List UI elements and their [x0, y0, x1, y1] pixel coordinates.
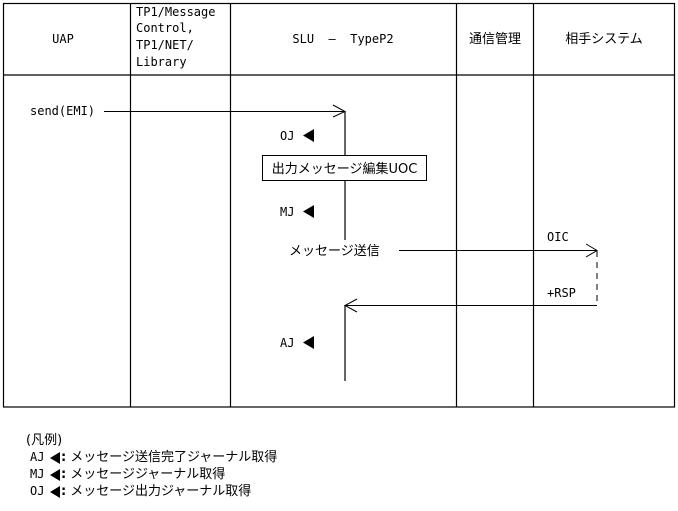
legend-colon: :: [61, 450, 67, 465]
table-grid: [2, 2, 676, 408]
journal-code-aj: AJ: [280, 336, 294, 350]
triangle-left-icon: [50, 468, 60, 481]
legend-item-aj: AJ : メッセージ送信完了ジャーナル取得: [30, 449, 277, 466]
triangle-left-icon: [50, 451, 60, 464]
journal-marker-mj: MJ: [280, 205, 314, 219]
legend-description: メッセージ出力ジャーナル取得: [70, 484, 252, 499]
legend-item-mj: MJ : メッセージジャーナル取得: [30, 466, 277, 483]
message-send-label: メッセージ送信: [289, 244, 380, 259]
oic-label: OIC: [547, 230, 569, 244]
legend-code: OJ: [30, 484, 45, 498]
triangle-left-icon: [50, 485, 60, 498]
message-send: メッセージ送信 OIC: [289, 230, 598, 259]
send-emi-label: send(EMI): [30, 104, 95, 118]
uoc-box: 出力メッセージ編集UOC: [262, 155, 427, 181]
outer-frame: [2, 2, 676, 408]
triangle-left-icon: [303, 129, 314, 142]
legend-description: メッセージ送信完了ジャーナル取得: [70, 450, 278, 465]
column-header-tp1-line1: TP1/Message: [136, 5, 215, 19]
column-header-slu: SLU ― TypeP2: [292, 32, 393, 46]
legend-code: MJ: [30, 467, 45, 481]
legend-colon: :: [61, 467, 67, 482]
column-header-partner: 相手システム: [565, 32, 643, 47]
legend-title: (凡例): [26, 432, 277, 449]
legend-item-oj: OJ : メッセージ出力ジャーナル取得: [30, 483, 277, 500]
uoc-box-label: 出力メッセージ編集UOC: [272, 161, 418, 177]
arrow-head-left-icon: [343, 298, 358, 313]
header-row: UAP TP1/Message Control, TP1/NET/ Librar…: [52, 5, 643, 69]
legend-code: AJ: [30, 450, 45, 464]
triangle-left-icon: [303, 336, 314, 349]
send-emi-message: send(EMI): [30, 104, 347, 118]
legend-title-text: (凡例): [26, 433, 63, 448]
column-header-comm: 通信管理: [469, 32, 521, 47]
legend-colon: :: [61, 484, 67, 499]
column-header-tp1-line3: TP1/NET/: [136, 38, 194, 52]
triangle-left-icon: [303, 205, 314, 218]
column-header-uap: UAP: [52, 32, 74, 46]
legend: (凡例) AJ : メッセージ送信完了ジャーナル取得 MJ : メッセージジャー…: [26, 432, 277, 500]
legend-description: メッセージジャーナル取得: [70, 467, 226, 482]
column-header-tp1-line4: Library: [136, 55, 187, 69]
journal-code-mj: MJ: [280, 205, 294, 219]
arrow-head-right-icon: [585, 243, 598, 258]
response-message: +RSP: [343, 286, 597, 313]
column-header-tp1-line2: Control,: [136, 21, 194, 35]
journal-marker-aj: AJ: [280, 336, 314, 350]
journal-marker-oj: OJ: [280, 129, 314, 143]
journal-code-oj: OJ: [280, 129, 294, 143]
rsp-label: +RSP: [547, 286, 576, 300]
